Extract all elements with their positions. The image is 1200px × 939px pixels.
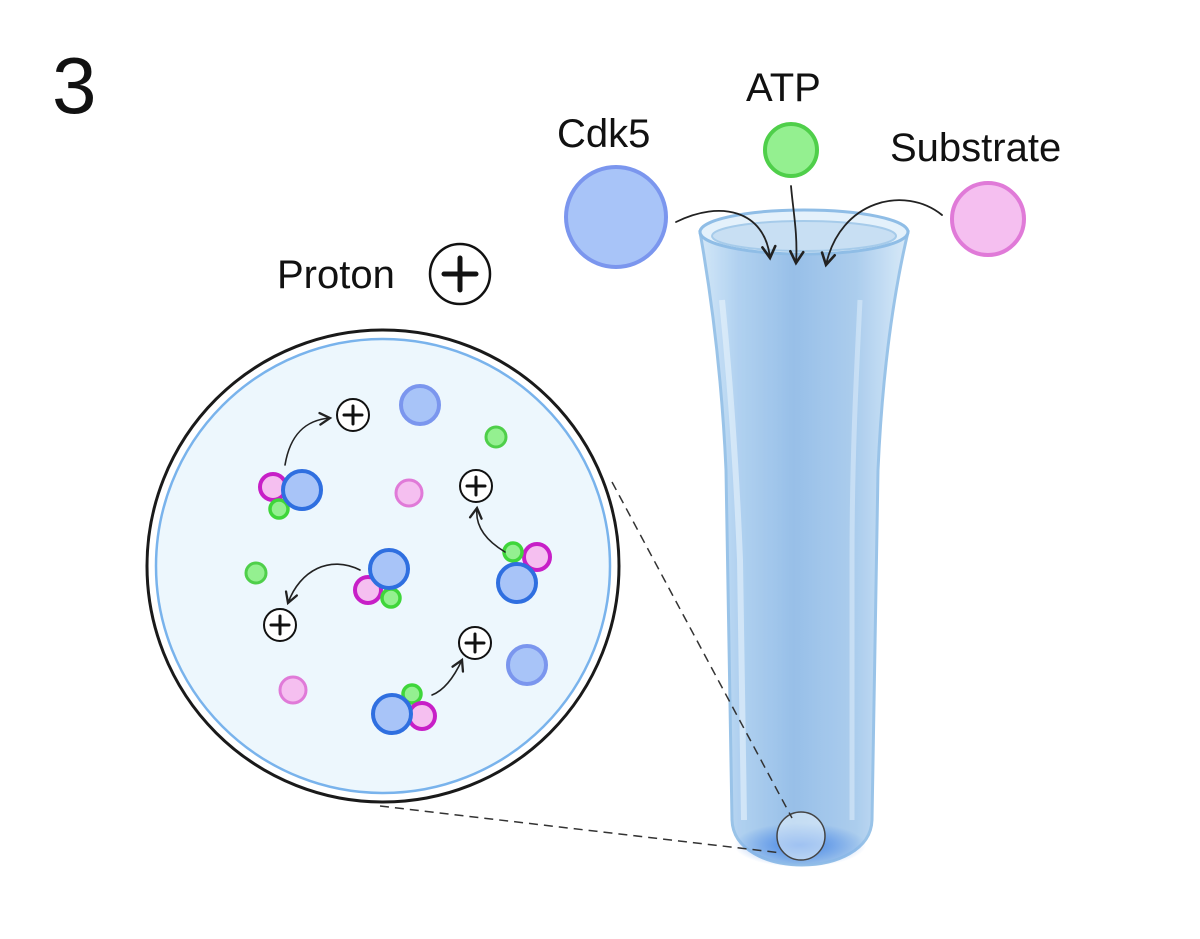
kinase-complex	[496, 541, 552, 604]
arrow-cdk5-to-tube	[675, 209, 777, 261]
proton-release-arrow	[284, 411, 333, 466]
zoom-line-bottom	[379, 805, 783, 854]
free-cdk5-icon	[506, 644, 548, 686]
released-proton-icon	[459, 469, 493, 503]
free-atp-icon	[484, 425, 508, 449]
zoom-line-top	[611, 481, 793, 819]
free-atp-icon	[244, 561, 268, 585]
zoom-source-circle	[776, 811, 826, 861]
reagent-label-atp: ATP	[746, 66, 821, 110]
arrow-atp-to-tube	[789, 185, 805, 266]
reagent-cdk5: Cdk5	[557, 112, 668, 269]
proton-label: Proton	[277, 253, 395, 297]
proton-legend: Proton	[277, 242, 492, 306]
reagent-label-substrate: Substrate	[890, 126, 1061, 170]
free-cdk5-icon	[399, 384, 441, 426]
cdk5-icon	[564, 165, 668, 269]
arrow-substrate-to-tube	[820, 199, 943, 268]
released-proton-icon	[336, 398, 370, 432]
reagent-atp: ATP	[746, 66, 821, 178]
panel-number: 3	[52, 41, 97, 130]
released-proton-icon	[263, 608, 297, 642]
kinase-complex	[371, 683, 437, 735]
kinase-complex	[258, 469, 323, 520]
released-proton-icon	[458, 626, 492, 660]
atp-icon	[763, 122, 819, 178]
free-substrate-icon	[278, 675, 308, 705]
proton-release-arrow	[468, 505, 506, 553]
kinase-complex	[353, 548, 410, 609]
reagent-label-cdk5: Cdk5	[557, 112, 650, 156]
proton-release-arrow	[431, 657, 465, 696]
free-substrate-icon	[394, 478, 424, 508]
zoom-view	[145, 328, 621, 804]
reagent-substrate: Substrate	[890, 126, 1061, 257]
proton-release-arrow	[284, 563, 361, 606]
test-tube	[698, 208, 910, 867]
substrate-icon	[950, 181, 1026, 257]
